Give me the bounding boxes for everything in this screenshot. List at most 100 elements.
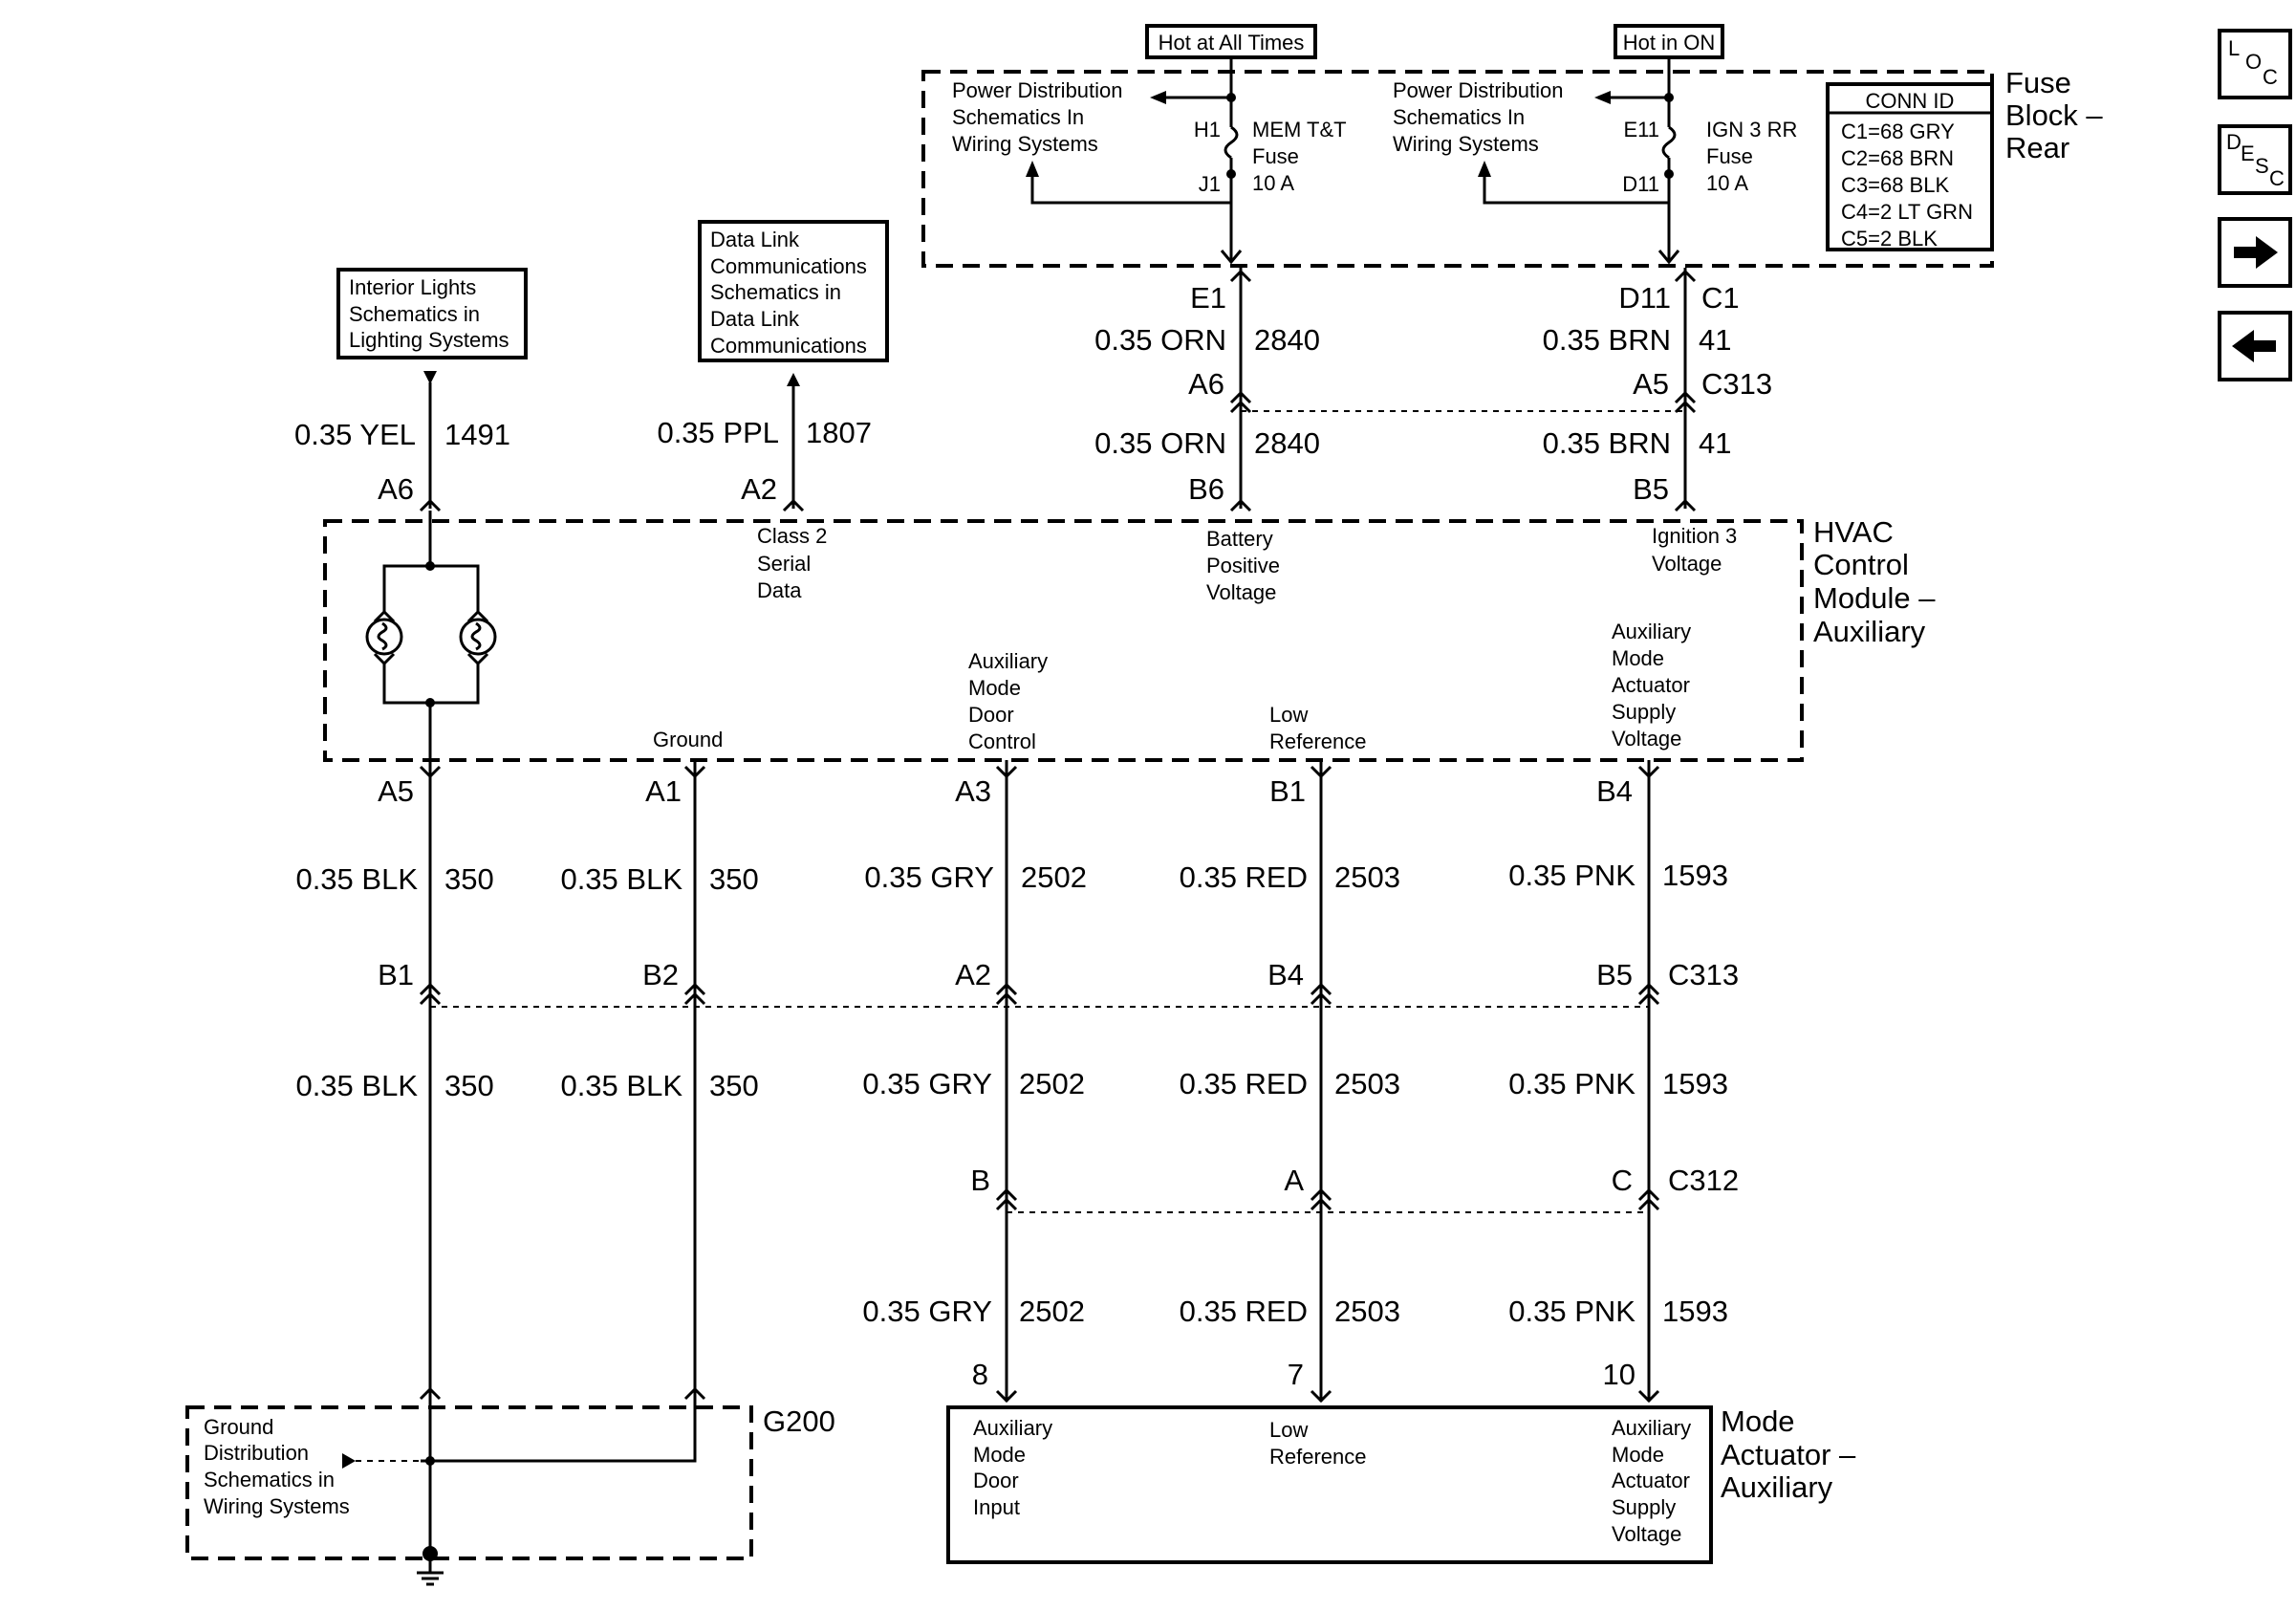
svg-text:Mode: Mode <box>1612 1443 1664 1467</box>
battery-positive-voltage-label: Battery Positive Voltage <box>1206 527 1280 604</box>
svg-text:Auxiliary: Auxiliary <box>1813 615 1926 648</box>
svg-text:Hot at All Times: Hot at All Times <box>1159 31 1305 54</box>
wire-color: 0.35 YEL <box>294 418 416 451</box>
svg-text:HVAC: HVAC <box>1813 515 1894 549</box>
pin-label: B4 <box>1596 774 1633 808</box>
svg-text:Mode: Mode <box>1612 646 1664 670</box>
actuator-low-reference-label: Low Reference <box>1269 1418 1367 1469</box>
circuit-number: 41 <box>1699 323 1731 357</box>
wire-color: 0.35 BRN <box>1543 426 1671 460</box>
circuit-number: 1593 <box>1662 1067 1728 1100</box>
wire-color: 0.35 RED <box>1180 1295 1308 1328</box>
pin-label: B5 <box>1596 958 1633 991</box>
svg-text:Data Link: Data Link <box>710 228 800 251</box>
arrow-left-icon <box>2232 330 2276 362</box>
svg-text:Supply: Supply <box>1612 1495 1676 1519</box>
svg-text:Auxiliary: Auxiliary <box>973 1416 1052 1440</box>
ground-distribution-reference: Ground Distribution Schematics in Wiring… <box>204 1415 350 1518</box>
pin-label: 7 <box>1288 1358 1304 1391</box>
svg-text:Voltage: Voltage <box>1612 1522 1681 1546</box>
svg-text:D: D <box>2226 130 2242 154</box>
svg-text:Wiring Systems: Wiring Systems <box>1393 132 1539 156</box>
hot-in-on-label: Hot in ON <box>1614 24 1724 59</box>
desc-button[interactable]: D E S C <box>2218 124 2292 195</box>
svg-text:Schematics In: Schematics In <box>1393 105 1525 129</box>
svg-text:Door: Door <box>973 1469 1019 1492</box>
svg-text:Actuator: Actuator <box>1612 673 1690 697</box>
conn-id-table: CONN ID C1=68 GRY C2=68 BRN C3=68 BLK C4… <box>1826 82 1994 251</box>
pds-reference-right: Power Distribution Schematics In Wiring … <box>1393 78 1564 156</box>
svg-text:Rear: Rear <box>2005 131 2069 164</box>
ignition3-voltage-label: Ignition 3 Voltage <box>1652 524 1737 576</box>
svg-text:E: E <box>2241 142 2255 165</box>
circuit-number: 2502 <box>1021 860 1087 894</box>
svg-text:C4=2 LT GRN: C4=2 LT GRN <box>1841 200 1973 224</box>
wire-color: 0.35 BLK <box>560 1069 682 1102</box>
wire-color: 0.35 PNK <box>1508 859 1635 892</box>
svg-text:Auxiliary: Auxiliary <box>1721 1470 1833 1504</box>
wire-color: 0.35 BLK <box>295 862 418 896</box>
pin-label: A <box>1284 1164 1304 1197</box>
svg-text:Communications: Communications <box>710 334 867 358</box>
svg-text:Actuator –: Actuator – <box>1721 1438 1856 1471</box>
svg-text:Distribution: Distribution <box>204 1441 309 1465</box>
wire-color: 0.35 BRN <box>1543 323 1671 357</box>
wire-color: 0.35 GRY <box>864 860 994 894</box>
svg-text:Power Distribution: Power Distribution <box>1393 78 1564 102</box>
svg-text:10 A: 10 A <box>1706 171 1748 195</box>
low-reference-label: Low Reference <box>1269 703 1367 753</box>
connector-label: C313 <box>1701 367 1772 401</box>
pin-label: B1 <box>378 958 414 991</box>
svg-text:C3=68 BLK: C3=68 BLK <box>1841 173 1949 197</box>
ground-icon <box>417 1558 444 1586</box>
fuse-symbol-left <box>1224 125 1239 160</box>
svg-text:C5=2 BLK: C5=2 BLK <box>1841 227 1938 250</box>
svg-text:Schematics in: Schematics in <box>349 302 480 326</box>
svg-text:Schematics In: Schematics In <box>952 105 1084 129</box>
aux-mode-door-input-label: Auxiliary Mode Door Input <box>973 1416 1052 1519</box>
svg-text:Control: Control <box>968 729 1036 753</box>
g200-label: G200 <box>763 1404 835 1438</box>
pin-label: D11 <box>1618 281 1671 315</box>
wire-color: 0.35 ORN <box>1094 426 1226 460</box>
svg-text:Low: Low <box>1269 1418 1308 1442</box>
svg-text:Data: Data <box>757 578 802 602</box>
svg-text:Communications: Communications <box>710 254 867 278</box>
svg-text:Wiring Systems: Wiring Systems <box>952 132 1098 156</box>
svg-text:Input: Input <box>973 1495 1020 1519</box>
next-page-button[interactable] <box>2218 217 2292 288</box>
data-link-reference: Data Link Communications Schematics in D… <box>698 220 889 362</box>
svg-text:Auxiliary: Auxiliary <box>1612 1416 1691 1440</box>
svg-text:Auxiliary: Auxiliary <box>968 649 1048 673</box>
circuit-number: 350 <box>444 862 494 896</box>
loc-button[interactable]: L O C <box>2218 29 2292 99</box>
circuit-number: 2503 <box>1334 1067 1400 1100</box>
g200-outline <box>185 1405 753 1560</box>
svg-text:Wiring Systems: Wiring Systems <box>204 1494 350 1518</box>
fuse-right-out-pin: D11 <box>1622 172 1659 196</box>
pin-label: B <box>970 1164 990 1197</box>
wire-color: 0.35 PPL <box>657 416 779 449</box>
svg-text:C: C <box>2263 65 2278 89</box>
previous-page-button[interactable] <box>2218 311 2292 381</box>
connector-label: C1 <box>1701 281 1740 315</box>
pds-reference-left: Power Distribution Schematics In Wiring … <box>952 78 1123 156</box>
svg-text:Control: Control <box>1813 548 1909 581</box>
pin-label: E1 <box>1190 281 1226 315</box>
internal-lamps <box>365 511 497 760</box>
pin-label: A2 <box>955 958 991 991</box>
circuit-number: 1491 <box>444 418 510 451</box>
pin-label: A6 <box>1188 367 1224 401</box>
fuse-right-label: IGN 3 RR Fuse 10 A <box>1706 118 1797 195</box>
circuit-number: 350 <box>444 1069 494 1102</box>
svg-text:Auxiliary: Auxiliary <box>1612 620 1691 643</box>
ground-label: Ground <box>653 728 723 751</box>
circuit-number: 2502 <box>1019 1067 1085 1100</box>
circuit-number: 2503 <box>1334 860 1400 894</box>
fuse-left-in-pin: H1 <box>1194 118 1221 142</box>
svg-text:O: O <box>2245 50 2262 74</box>
pin-label: B1 <box>1269 774 1306 808</box>
wire-color: 0.35 RED <box>1180 860 1308 894</box>
svg-text:Module –: Module – <box>1813 581 1936 615</box>
pin-label: B6 <box>1188 472 1224 506</box>
